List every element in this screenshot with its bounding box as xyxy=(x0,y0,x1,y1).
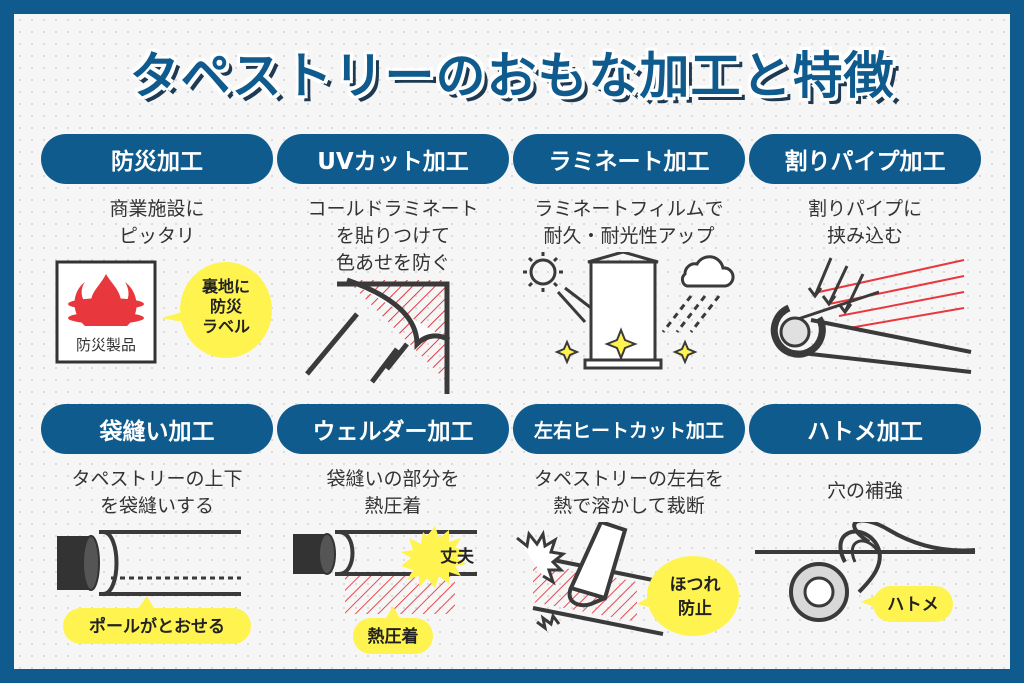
card-label: 左右ヒートカット加工 xyxy=(513,404,745,454)
card-desc: ラミネートフィルムで 耐久・耐光性アップ xyxy=(534,198,724,247)
flame-icon: 防災製品 裏地に 防災 ラベル xyxy=(41,252,273,392)
svg-text:裏地に: 裏地に xyxy=(201,277,250,296)
peeling-film-icon xyxy=(277,274,509,414)
card-desc: タペストリーの上下 を袋縫いする xyxy=(71,468,243,517)
svg-text:丈夫: 丈夫 xyxy=(440,546,475,567)
badge-label: 防災製品 xyxy=(76,336,136,354)
welder-icon: 丈夫 熱圧着 xyxy=(277,522,509,662)
svg-text:防災: 防災 xyxy=(210,297,243,316)
heat-cut-icon: ほつれ 防止 xyxy=(513,522,745,662)
svg-text:ハトメ: ハトメ xyxy=(887,595,939,615)
card-label: ハトメ加工 xyxy=(749,404,981,454)
page-title: タペストリーのおもな加工と特徴 xyxy=(129,47,895,105)
card-label: 袋縫い加工 xyxy=(41,404,273,454)
background-panel xyxy=(14,14,1010,669)
card-desc: コールドラミネート を貼りつけて 色あせを防ぐ xyxy=(307,198,479,274)
card-label: ラミネート加工 xyxy=(513,134,745,184)
card-desc: 穴の補強 xyxy=(826,480,903,502)
svg-text:ポールがとおせる: ポールがとおせる xyxy=(89,616,225,637)
grommet-icon: ハトメ xyxy=(749,522,981,662)
card-label: ウェルダー加工 xyxy=(277,404,509,454)
sun-rain-banner-icon xyxy=(513,252,745,392)
svg-text:ラベル: ラベル xyxy=(202,317,250,336)
svg-text:熱圧着: 熱圧着 xyxy=(368,626,419,647)
svg-text:防止: 防止 xyxy=(678,598,712,619)
card-desc: 商業施設に ピッタリ xyxy=(109,198,205,247)
card-desc: 袋縫いの部分を 熱圧着 xyxy=(326,468,460,517)
card-label: 割りパイプ加工 xyxy=(749,134,981,184)
card-desc: 割りパイプに 挟み込む xyxy=(807,198,922,247)
card-label: UVカット加工 xyxy=(277,134,509,184)
pole-sleeve-icon: ポールがとおせる xyxy=(41,522,273,662)
card-desc: タペストリーの左右を 熱で溶かして裁断 xyxy=(533,468,724,517)
svg-text:ほつれ: ほつれ xyxy=(670,575,721,595)
split-pipe-icon xyxy=(749,252,981,392)
card-label: 防災加工 xyxy=(41,134,273,184)
